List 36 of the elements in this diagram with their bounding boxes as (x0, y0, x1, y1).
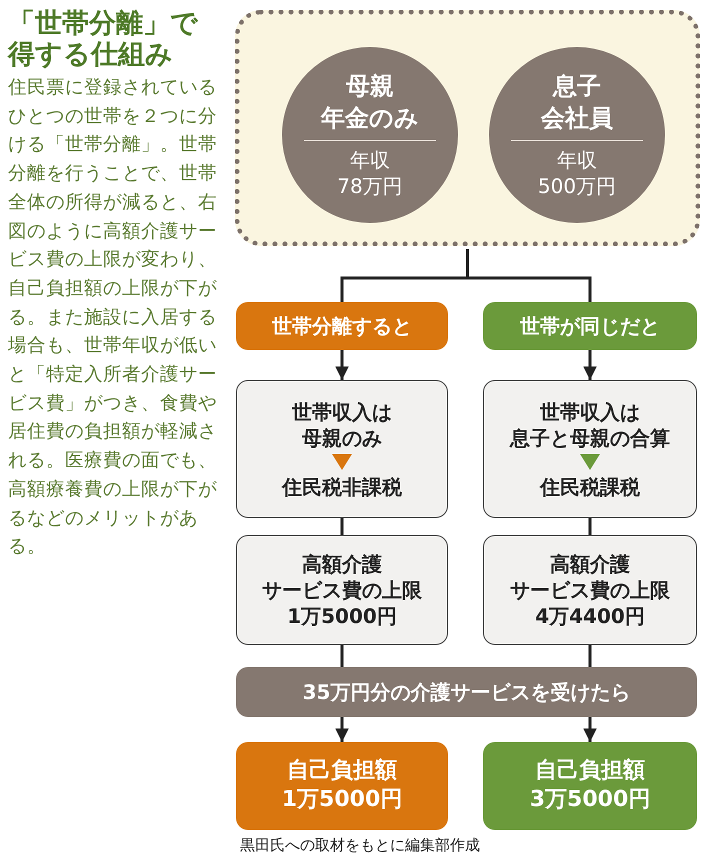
arrow (335, 350, 349, 380)
connector-line (588, 518, 592, 535)
arrow (335, 717, 349, 742)
box-label: 世帯が同じだと (520, 313, 660, 339)
source-note: 黒田氏への取材をもとに編集部作成 (240, 836, 480, 855)
arrow (583, 717, 597, 742)
box-label: 高額介護サービス費の上限4万4400円 (510, 551, 670, 629)
income-label: 年収500万円 (538, 146, 616, 199)
dotted-frame (235, 10, 700, 246)
process-box (483, 535, 697, 645)
connector-line (340, 518, 344, 535)
box-label: 自己負担額3万5000円 (530, 757, 650, 814)
result-box (236, 742, 448, 830)
body-text: 住民票に登録されているひとつの世帯を２つに分ける「世帯分離」。世帯分離を行うことで、世帯全体の所得が減ると、右図のように高額介護サービス費の上限が変わり、自己負担額の上限が下がる。また施設に入居する場合も、世帯年収が低いと「特定入所者介護サービス費」がつき、食費や居住費の負担額が軽減される。医療費の面でも、高額療養費の上限が下がるなどのメリットがある。 (8, 76, 218, 560)
box-label: 高額介護サービス費の上限1万5000円 (262, 551, 422, 629)
box-label: 35万円分の介護サービスを受けたら (302, 679, 630, 705)
result-box (483, 302, 697, 350)
box-label: 世帯収入は息子と母親の合算 (510, 398, 670, 450)
box-label: 自己負担額1万5000円 (282, 757, 402, 814)
connector-line (340, 645, 344, 667)
heading: 「世帯分離」で得する仕組み (8, 8, 199, 70)
condition-bar (236, 667, 697, 717)
process-box (236, 380, 448, 518)
income-label: 年収78万円 (337, 146, 403, 199)
box-label: 住民税非課税 (282, 474, 402, 500)
process-box (236, 535, 448, 645)
arrow (583, 350, 597, 380)
person-label: 息子会社員 (541, 71, 613, 134)
box-label: 世帯収入は母親のみ (292, 398, 392, 450)
result-box (236, 302, 448, 350)
process-box (483, 380, 697, 518)
person-label: 母親年金のみ (321, 71, 419, 134)
box-label: 世帯分離すると (272, 313, 412, 339)
box-label: 住民税課税 (540, 474, 640, 500)
connector-line (588, 645, 592, 667)
result-box (483, 742, 697, 830)
